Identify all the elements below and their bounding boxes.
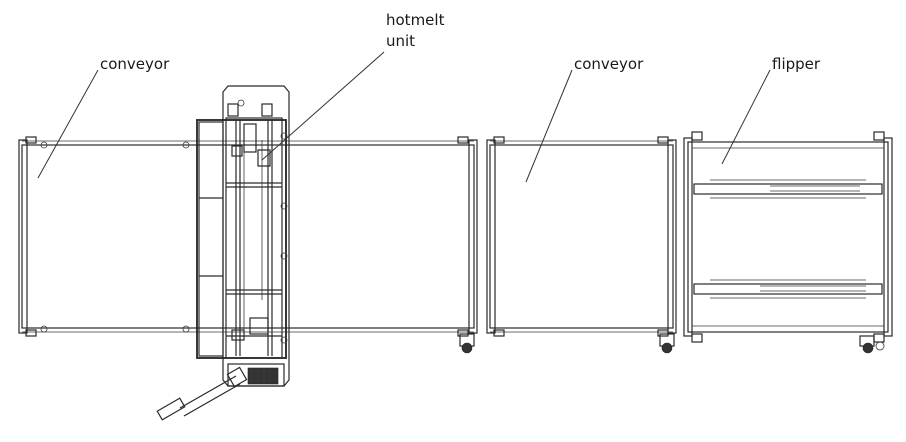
leader-conveyor-left [37,69,99,179]
label-hotmelt-line1: hotmelt [386,11,445,29]
middle-conveyor [486,136,677,354]
leader-hotmelt [261,51,385,161]
label-flipper: flipper [772,55,821,73]
leader-flipper [721,69,771,165]
left-conveyor [18,136,478,354]
label-conveyor-left: conveyor [100,55,170,73]
label-conveyor-middle: conveyor [574,55,644,73]
leader-conveyor-middle [525,69,573,183]
flipper [683,131,893,354]
label-hotmelt-line2: unit [386,32,415,50]
hotmelt-unit [156,85,290,421]
